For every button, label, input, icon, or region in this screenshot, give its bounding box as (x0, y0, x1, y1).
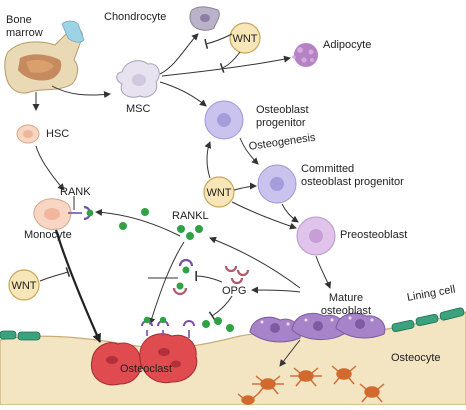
arrow-rankl-osteoclast (148, 241, 185, 325)
osteoclast-label: Osteoclast (120, 363, 172, 375)
osteoblast-progenitor-cell-icon (204, 100, 244, 140)
adipocyte-label: Adipocyte (323, 39, 372, 51)
rankl-dots-osteoclast (202, 317, 234, 332)
committed-progenitor-cell-icon (257, 164, 297, 204)
bone-marrow-icon (4, 20, 85, 94)
wnt-node-top: WNT (229, 22, 261, 54)
arrow-monocyte-osteoclast (54, 229, 102, 343)
rank-receptor-icon (68, 196, 94, 221)
arrow-wnt-preosteoblast (231, 201, 297, 230)
monocyte-label: Monocyte (24, 229, 72, 241)
osteoclast-cells-icon (90, 316, 198, 386)
chondrocyte-label: Chondrocyte (104, 11, 167, 23)
arrow-committed-preosteoblast (281, 203, 299, 223)
msc-label: MSC (126, 103, 151, 115)
rank-label: RANK (60, 186, 91, 198)
hsc-cell-icon (16, 124, 40, 144)
inhibit-wnt-monocyte (39, 267, 71, 282)
opg-molecules-icon (224, 265, 250, 285)
msc-cell-icon (116, 60, 160, 98)
wnt-node-left: WNT (8, 269, 40, 301)
adipocyte-cell-icon (292, 43, 318, 67)
preosteoblast-label: Preosteoblast (340, 229, 408, 241)
osteocyte-label: Osteocyte (391, 352, 441, 364)
opg-label: OPG (222, 285, 247, 297)
preosteoblast-cell-icon (296, 216, 336, 256)
arrow-rankl-monocyte (95, 208, 181, 237)
arrow-msc-adipocyte (161, 55, 291, 77)
arrow-hsc-monocyte (35, 145, 65, 191)
svg-text:WNT: WNT (11, 280, 36, 292)
bone-marrow-label: Bone marrow (6, 14, 43, 39)
osteoblast-progenitor-label: Osteoblast progenitor (256, 104, 309, 129)
monocyte-cell-icon (33, 198, 72, 231)
arrow-wnt-committed (233, 182, 257, 191)
arrow-msc-osteoblast-progenitor (159, 81, 207, 107)
arrow-preosteoblast-mature (315, 255, 332, 289)
mature-osteoblast-cells-icon (249, 312, 386, 343)
arrow-marrow-msc (51, 85, 111, 99)
rankl-dots-cluster (119, 208, 203, 240)
lining-cells-right (391, 307, 465, 333)
arrow-wnt-progenitor (204, 141, 212, 179)
arrow-osteoblast-osteocyte (279, 339, 301, 367)
lining-cells-left (0, 330, 41, 341)
arrow-msc-chondrocyte (159, 33, 199, 75)
inhibit-wnt-chondrocyte (204, 33, 233, 49)
arrow-osteoblast-opg (251, 286, 301, 294)
svg-text:WNT: WNT (232, 33, 257, 45)
arrow-progenitor-committed (239, 137, 259, 165)
mature-osteoblast-label: Mature osteoblast (320, 292, 372, 317)
inhibit-wnt-adipocyte (219, 51, 241, 73)
inhibit-opg-osteoclast (208, 295, 233, 321)
inhibit-opg-rankl (195, 270, 223, 283)
hsc-label: HSC (46, 128, 70, 140)
chondrocyte-cell-icon (189, 6, 220, 31)
svg-text:WNT: WNT (206, 187, 231, 199)
rankl-label: RANKL (172, 210, 209, 222)
arrow-osteoblast-rankl (209, 236, 301, 289)
committed-progenitor-label: Committed osteoblast progenitor (301, 163, 404, 188)
opg-rankl-complex-icon (172, 258, 194, 296)
wnt-node-middle: WNT (203, 176, 235, 208)
osteocyte-cells-icon (237, 365, 385, 405)
